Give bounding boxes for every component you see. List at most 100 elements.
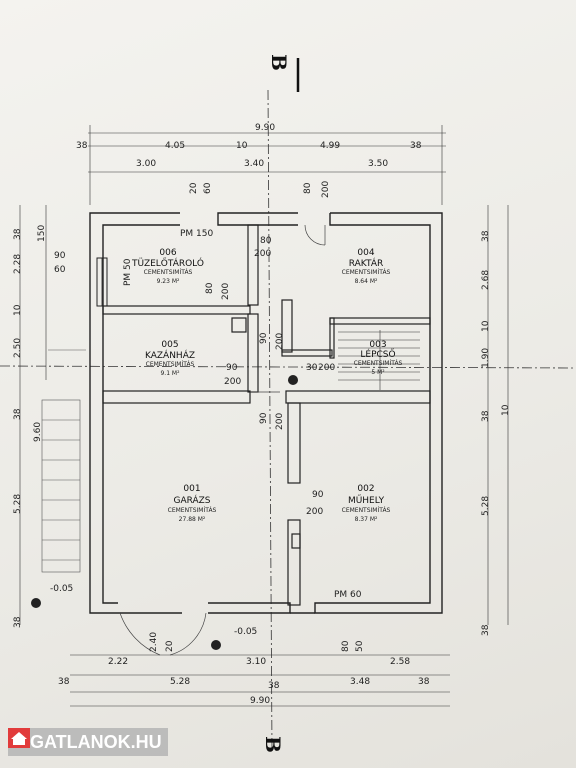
- svg-text:004: 004: [357, 248, 374, 258]
- dim-top-4: 4.99: [320, 141, 340, 151]
- svg-text:9.23 M²: 9.23 M²: [157, 278, 180, 285]
- dim-vert-3: 80: [303, 182, 313, 194]
- section-axis-vertical: [267, 89, 273, 751]
- label-200g: 200: [318, 363, 335, 373]
- dim-vert-4: 200: [321, 181, 331, 198]
- dim-left-9: 9.60: [33, 422, 43, 442]
- dim-right-5: 38: [481, 410, 491, 422]
- dim-top-3: 10: [236, 141, 248, 151]
- svg-text:005: 005: [161, 340, 178, 350]
- label-90b: 90: [226, 363, 238, 373]
- dim-top-1: 38: [76, 141, 88, 151]
- room-006: 006 TÜZELŐTÁROLÓ CEMENTSIMÍTÁS 9.23 M²: [131, 248, 204, 285]
- label-pm60: PM 60: [334, 590, 362, 600]
- label-90a: 90: [259, 332, 269, 344]
- svg-text:CEMENTSIMÍTÁS: CEMENTSIMÍTÁS: [146, 361, 195, 368]
- level-bottom: -0.05: [234, 627, 257, 637]
- label-80a: 80: [260, 236, 272, 246]
- svg-text:TÜZELŐTÁROLÓ: TÜZELŐTÁROLÓ: [131, 257, 204, 269]
- dim-bot-6: 50: [355, 640, 365, 652]
- svg-text:8.64 M²: 8.64 M²: [355, 278, 378, 285]
- section-axis-horizontal: [0, 365, 576, 369]
- svg-text:006: 006: [159, 248, 176, 258]
- dim-left-6: 10: [13, 304, 23, 316]
- dim-right-8: 38: [481, 624, 491, 636]
- dim-bot-r2-3: 38: [268, 681, 280, 691]
- svg-text:5 M²: 5 M²: [371, 369, 385, 376]
- dim-top-row2-2: 3.40: [244, 159, 264, 169]
- section-marker-top: B: [267, 54, 291, 71]
- label-200c: 200: [275, 333, 285, 350]
- room-002: 002 MŰHELY CEMENTSIMÍTÁS 8.37 M²: [342, 484, 391, 523]
- dim-bot-r2-2: 5.28: [170, 677, 190, 687]
- svg-text:LÉPCSŐ: LÉPCSŐ: [360, 348, 395, 360]
- dim-bot-r2-4: 3.48: [350, 677, 370, 687]
- dimension-lines: [19, 125, 509, 707]
- section-marker-bottom: B: [261, 736, 285, 753]
- watermark-badge: INGATLANOK.HU: [8, 728, 168, 756]
- svg-text:GARÁZS: GARÁZS: [173, 494, 210, 506]
- room-004: 004 RAKTÁR CEMENTSIMÍTÁS 8.64 M²: [342, 248, 391, 285]
- label-200a: 200: [254, 249, 271, 259]
- dim-left-10: 5.28: [13, 494, 23, 514]
- svg-text:8.37 M²: 8.37 M²: [355, 516, 378, 523]
- dim-left-2: 150: [37, 225, 47, 242]
- doors: [119, 224, 326, 656]
- dim-bot-5: 80: [341, 640, 351, 652]
- label-90c: 90: [259, 412, 269, 424]
- svg-text:RAKTÁR: RAKTÁR: [349, 257, 383, 269]
- label-80b: 80: [205, 282, 215, 294]
- svg-text:KAZÁNHÁZ: KAZÁNHÁZ: [145, 349, 195, 361]
- outer-walls: [89, 212, 443, 614]
- svg-text:CEMENTSIMÍTÁS: CEMENTSIMÍTÁS: [342, 269, 391, 276]
- svg-text:003: 003: [369, 340, 386, 350]
- svg-text:9.1 M²: 9.1 M²: [160, 370, 180, 377]
- dim-left-7: 2.50: [13, 338, 23, 358]
- dim-left-11: 38: [13, 616, 23, 628]
- svg-text:MŰHELY: MŰHELY: [348, 495, 385, 506]
- dim-right-7: 5.28: [481, 496, 491, 516]
- house-icon: [8, 728, 30, 748]
- dim-bot-total: 9.90: [250, 696, 270, 706]
- dim-bot-3: 20: [165, 640, 175, 652]
- dim-left-5: 60: [54, 265, 66, 275]
- dim-left-3: 2.28: [13, 254, 23, 274]
- dim-bot-7: 2.58: [390, 657, 410, 667]
- svg-text:002: 002: [357, 484, 374, 494]
- dim-top-row2-1: 3.00: [136, 159, 156, 169]
- staircase: [338, 330, 420, 390]
- dim-left-8: 38: [13, 408, 23, 420]
- svg-text:CEMENTSIMÍTÁS: CEMENTSIMÍTÁS: [342, 507, 391, 514]
- label-200e: 200: [275, 413, 285, 430]
- svg-text:27.88 M²: 27.88 M²: [179, 516, 206, 523]
- dim-top-row2-3: 3.50: [368, 159, 388, 169]
- dim-right-2: 2.68: [481, 270, 491, 290]
- dim-top-total: 9.90: [255, 123, 275, 133]
- dim-bot-r2-1: 38: [58, 677, 70, 687]
- label-200f: 200: [306, 507, 323, 517]
- dim-top-5: 38: [410, 141, 422, 151]
- svg-text:CEMENTSIMÍTÁS: CEMENTSIMÍTÁS: [144, 269, 193, 276]
- dim-right-1: 38: [481, 230, 491, 242]
- dim-vert-2: 60: [203, 182, 213, 194]
- svg-text:CEMENTSIMÍTÁS: CEMENTSIMÍTÁS: [354, 360, 403, 367]
- watermark-text: INGATLANOK.HU: [12, 731, 162, 752]
- svg-text:001: 001: [183, 484, 200, 494]
- dim-bot-1: 2.22: [108, 657, 128, 667]
- dim-left-1: 38: [13, 228, 23, 240]
- label-pm150: PM 150: [180, 229, 214, 239]
- dim-vert-1: 20: [189, 182, 199, 194]
- level-symbols: [31, 375, 298, 650]
- dim-bot-r2-5: 38: [418, 677, 430, 687]
- label-200b: 200: [221, 283, 231, 300]
- dim-bot-4: 3.10: [246, 657, 266, 667]
- label-200d: 200: [224, 377, 241, 387]
- dim-bot-2: 2.40: [149, 632, 159, 652]
- dim-left-4: 90: [54, 251, 66, 261]
- dim-right-3: 10: [481, 320, 491, 332]
- dim-top-2: 4.05: [165, 141, 185, 151]
- dim-right-6: 10: [501, 404, 511, 416]
- level-left: -0.05: [50, 584, 73, 594]
